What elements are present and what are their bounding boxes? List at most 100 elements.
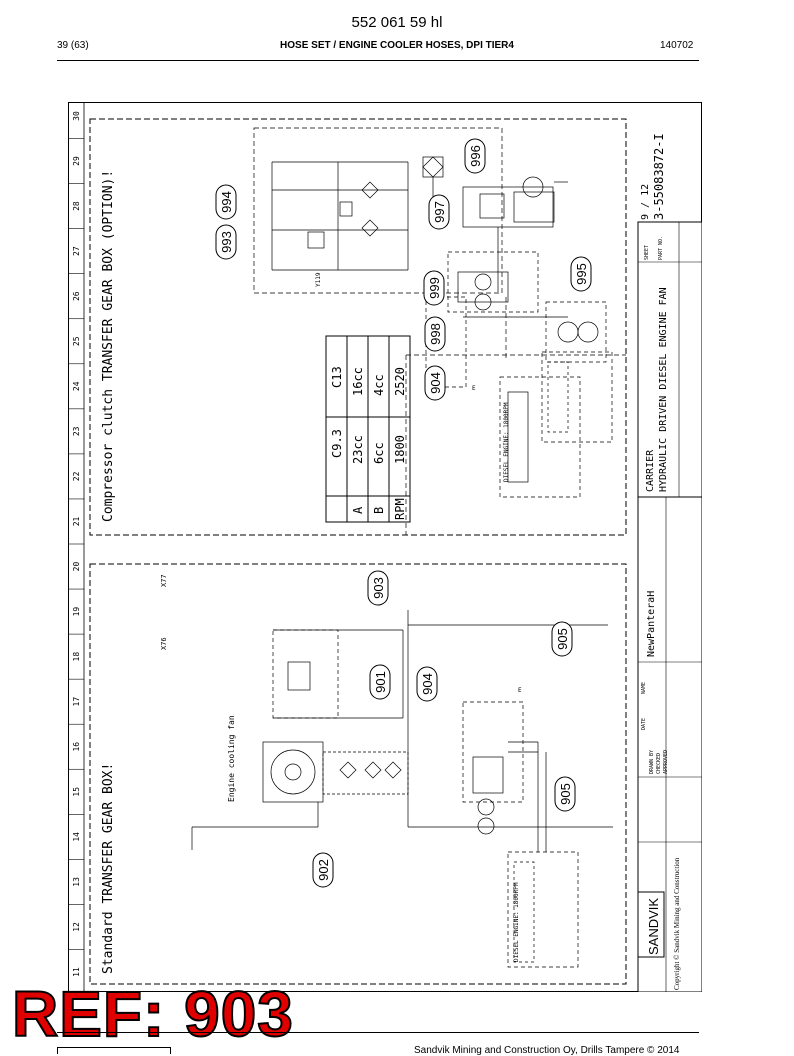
callout-bubble	[312, 852, 334, 888]
spec-header-c93: C9.3	[330, 429, 344, 458]
drawing-frame	[68, 102, 702, 992]
column-number: 21	[72, 516, 81, 526]
description-line-2: HYDRAULIC DRIVEN DIESEL ENGINE FAN	[658, 287, 669, 492]
footer-rule	[57, 1032, 699, 1033]
callout-number: 995	[574, 263, 589, 285]
callout-bubble	[369, 664, 391, 700]
column-number: 20	[72, 562, 81, 572]
ref-stamp: REF: 903	[11, 978, 294, 1050]
standard-box	[89, 563, 627, 985]
callout-number: 902	[316, 859, 331, 881]
x76-label: X76	[160, 637, 168, 650]
callout-number: 998	[428, 323, 443, 345]
callout-number: 904	[428, 372, 443, 394]
diesel-engine-right-label: DIESEL ENGINE: 1800RPM	[503, 402, 510, 482]
column-number: 25	[72, 336, 81, 346]
column-number: 14	[72, 832, 81, 842]
spec-row-rpm-c13: 2520	[393, 367, 407, 396]
description-line-1: CARRIER	[645, 449, 656, 492]
callout-number: 903	[371, 577, 386, 599]
callout-bubble	[428, 194, 450, 230]
option-box	[89, 118, 627, 536]
sandvik-logo: SANDVIK	[646, 898, 661, 955]
callout-number: 905	[558, 783, 573, 805]
row-checked: CHECKED	[656, 753, 662, 774]
copyright-text: Copyright © Sandvik Mining and Construct…	[673, 857, 681, 990]
callout-bubble	[570, 256, 592, 292]
column-number: 30	[72, 111, 81, 121]
column-number: 11	[72, 967, 81, 977]
spec-row-a-c93: 23cc	[351, 435, 365, 464]
callout-bubble	[367, 570, 389, 606]
spec-row-rpm-label: RPM	[393, 498, 407, 520]
part-number: 3-55083872-I	[652, 133, 666, 220]
hydraulic-schematic: 11 12 13 14 15 16 17 18 19 20 21 22 23 24 25 26 27 28 29 30…	[68, 102, 702, 992]
column-number: 16	[72, 742, 81, 752]
callout-bubble	[215, 184, 237, 220]
engine-fan-label: Engine cooling fan	[227, 715, 236, 802]
sheet-label: SHEET	[644, 245, 650, 260]
callout-bubble	[416, 666, 438, 702]
column-number: 27	[72, 246, 81, 256]
column-numbers: 11 12 13 14 15 16 17 18 19 20 21 22 23 24 25 26 27 28 29 30	[68, 111, 84, 977]
column-number: 22	[72, 471, 81, 481]
callout-number: 994	[219, 191, 234, 213]
spec-header-c13: C13	[330, 366, 344, 388]
spec-row-b-c13: 4cc	[372, 374, 386, 396]
diesel-engine-label: DIESEL ENGINE: 1800RPM	[513, 882, 520, 962]
x77-label: X77	[160, 574, 168, 587]
callout-number: 901	[373, 671, 388, 693]
callout-bubble	[424, 365, 446, 401]
callout-number: 996	[468, 145, 483, 167]
column-number: 15	[72, 787, 81, 797]
column-number: 19	[72, 607, 81, 617]
column-number: 23	[72, 426, 81, 436]
spec-row-a-label: A	[351, 506, 365, 514]
column-number: 24	[72, 381, 81, 391]
standard-circuit	[191, 610, 613, 968]
sheet-number: 9 / 12	[640, 184, 651, 220]
callout-bubble	[554, 776, 576, 812]
callout-number: 905	[555, 628, 570, 650]
spec-row-b-c93: 6cc	[372, 442, 386, 464]
ref-e-left: E	[518, 687, 522, 694]
page-title: HOSE SET / ENGINE COOLER HOSES, DPI TIER…	[280, 40, 514, 51]
column-number: 17	[72, 697, 81, 707]
col-name: NAME	[641, 682, 647, 694]
callout-bubble	[423, 270, 445, 306]
spec-table: C9.3 C13 A 23cc 16cc B 6cc 4cc RPM 1800 …	[325, 335, 411, 523]
callout-number: 993	[219, 231, 234, 253]
left-box-title: Standard TRANSFER GEAR BOX!	[101, 763, 116, 974]
column-number: 13	[72, 877, 81, 887]
col-date: DATE	[641, 718, 647, 730]
option-circuit	[253, 127, 626, 535]
ref-e-right: E	[472, 385, 476, 392]
column-number: 29	[72, 156, 81, 166]
callout-number: 997	[432, 201, 447, 223]
spec-row-rpm-c93: 1800	[393, 435, 407, 464]
right-box-title: Compressor clutch TRANSFER GEAR BOX (OPT…	[101, 170, 116, 522]
spec-row-b-label: B	[372, 507, 386, 514]
document-code: 140702	[660, 40, 694, 51]
callout-number: 999	[427, 277, 442, 299]
callout-bubble	[215, 224, 237, 260]
part-label: PART NO.	[658, 236, 664, 260]
callout-bubble	[464, 138, 486, 174]
column-number: 12	[72, 922, 81, 932]
column-number: 26	[72, 291, 81, 301]
footer-logo	[57, 1047, 171, 1054]
y119-label: Y119	[315, 272, 322, 287]
column-number: 18	[72, 652, 81, 662]
callout-bubble	[551, 621, 573, 657]
callout-number: 904	[420, 673, 435, 695]
title-block: SANDVIK Copyright © Sandvik Mining and C…	[637, 133, 702, 992]
callout-bubble	[424, 316, 446, 352]
spec-row-a-c13: 16cc	[351, 367, 365, 396]
callout-group: 993 994 996 997 999 995 998 904 903 905 901 904 902 9…	[215, 138, 592, 888]
row-approved: APPROVED	[663, 750, 669, 774]
document-number: 552 061 59 hl	[351, 14, 443, 31]
page-indicator: 39 (63)	[57, 40, 89, 51]
project-name: NewPanteraH	[646, 591, 657, 657]
column-number: 28	[72, 201, 81, 211]
footer-company: Sandvik Mining and Construction Oy, Dril…	[414, 1045, 680, 1056]
